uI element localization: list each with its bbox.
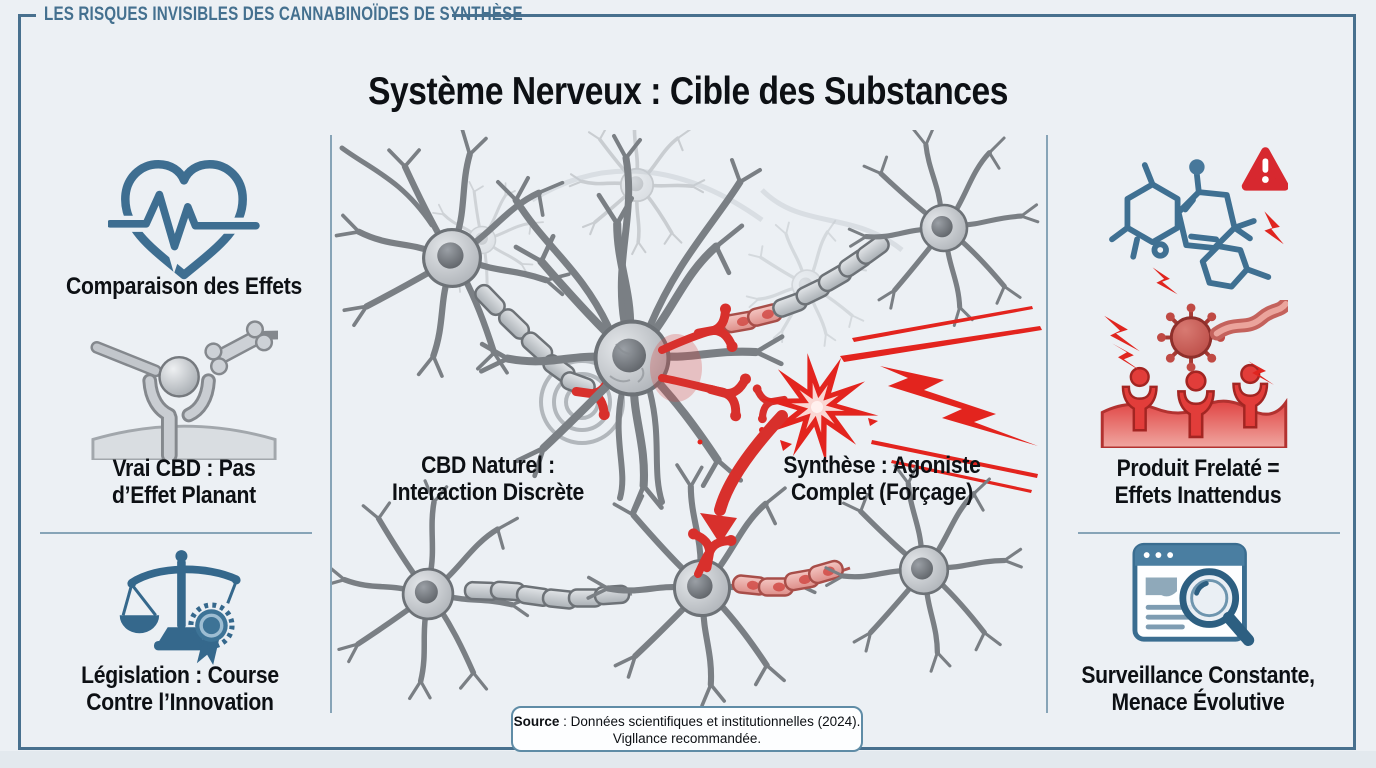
synaptic-burst-icon <box>759 353 879 464</box>
myelinated-axon-4 <box>730 557 851 597</box>
label-vrai-cbd: Vrai CBD : Pas d’Effet Planant <box>112 455 256 509</box>
receptor-molecule-icon <box>90 320 278 460</box>
browser-search-icon <box>1132 542 1255 646</box>
label-comparaison: Comparaison des Effets <box>66 273 302 300</box>
magnifier-icon <box>1179 568 1255 646</box>
frame-border-right <box>1353 14 1356 750</box>
label-surveillance: Surveillance Constante, Menace Évolutive <box>1081 662 1315 716</box>
neural-illustration <box>332 130 1046 713</box>
source-box: Source : Données scientifiques et instit… <box>511 706 863 752</box>
frame-border-top-start <box>18 14 36 17</box>
red-arrow <box>700 410 788 544</box>
label-synthese: Synthèse : Agoniste Complet (Forçage) <box>783 452 981 506</box>
warning-triangle-icon <box>1241 147 1288 191</box>
frame-border-left <box>18 14 21 750</box>
footer-strip <box>0 751 1376 768</box>
molecule-warning-icon <box>1109 147 1288 295</box>
justice-scales-icon <box>119 550 241 665</box>
divider-right-column <box>1046 135 1048 713</box>
heart-pulse-icon <box>108 159 260 280</box>
virus-particle <box>1157 303 1226 372</box>
neuron-top-right <box>832 130 1046 341</box>
lightning-bolts <box>697 306 1042 493</box>
divider-right-horizontal <box>1078 532 1340 534</box>
label-legislation: Législation : Course Contre l’Innovation <box>81 662 279 716</box>
label-cbd-naturel: CBD Naturel : Interaction Discrète <box>392 452 584 506</box>
myelinated-axon-2 <box>720 231 893 335</box>
source-line2: Vigllance recommandée. <box>612 731 762 746</box>
page-title: Système Nerveux : Cible des Substances <box>368 70 1008 113</box>
divider-left-column <box>330 135 332 713</box>
label-produit-frelate: Produit Frelaté = Effets Inattendus <box>1114 455 1282 509</box>
frame-border-top <box>452 14 1356 17</box>
divider-left-horizontal <box>40 532 312 534</box>
synthetic-terminal-lower <box>704 366 752 423</box>
header-title: LES RISQUES INVISIBLES DES CANNABINOÏDES… <box>44 4 523 25</box>
neuron-top-left <box>332 130 594 401</box>
virus-crowd-icon <box>1100 300 1288 448</box>
source-text: : Données scientifiques et institutionne… <box>559 714 861 729</box>
source-label: Source <box>513 714 560 729</box>
source-line1: Source : Données scientifiques et instit… <box>513 713 861 730</box>
myelinated-axon-3 <box>463 580 633 611</box>
myelinated-axon-1 <box>470 280 599 400</box>
neuron-central <box>470 134 794 523</box>
